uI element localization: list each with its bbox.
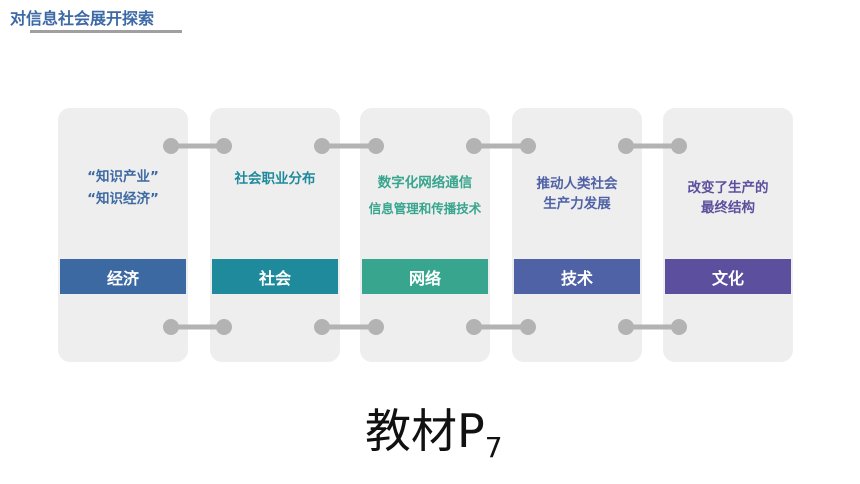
connector-bottom-3-pin-b xyxy=(520,319,536,335)
textbook-reference-page: 7 xyxy=(484,431,503,464)
connector-top-3-pin-a xyxy=(466,138,482,154)
card-network-line-2: 信息管理和传播技术 xyxy=(368,201,482,216)
card-economy-line-2: “知识经济” xyxy=(87,191,159,207)
connector-bottom-4-pin-a xyxy=(618,319,634,335)
band-economy: 经济 xyxy=(60,259,186,294)
card-technology-line-2: 生产力发展 xyxy=(543,196,611,212)
band-culture: 文化 xyxy=(665,259,791,294)
connector-bottom-4-pin-b xyxy=(671,319,687,335)
band-technology: 技术 xyxy=(514,259,640,294)
page-title: 对信息社会展开探索 xyxy=(10,9,155,28)
connector-top-2-pin-b xyxy=(368,138,384,154)
card-culture-line-2: 最终结构 xyxy=(701,200,755,216)
card-society: 社会职业分布 xyxy=(210,108,340,362)
connector-top-1-pin-a xyxy=(163,138,179,154)
card-technology-line-1: 推动人类社会 xyxy=(536,176,618,192)
connector-bottom-2-pin-a xyxy=(314,319,330,335)
band-society: 社会 xyxy=(212,259,338,294)
card-culture-line-1: 改变了生产的 xyxy=(687,180,769,196)
card-network-text: 数字化网络通信 信息管理和传播技术 xyxy=(364,170,486,222)
connector-bottom-1-pin-b xyxy=(216,319,232,335)
card-economy-text: “知识产业” “知识经济” xyxy=(62,166,184,210)
connector-top-3-pin-b xyxy=(520,138,536,154)
connector-top-4-pin-b xyxy=(671,138,687,154)
title-underline xyxy=(30,30,182,33)
card-technology-text: 推动人类社会 生产力发展 xyxy=(516,174,638,214)
connector-bottom-3-pin-a xyxy=(466,319,482,335)
textbook-reference-text: 教材P xyxy=(365,404,485,458)
connector-top-1-pin-b xyxy=(216,138,232,154)
card-economy-line-1: “知识产业” xyxy=(87,169,159,185)
card-network-line-1: 数字化网络通信 xyxy=(377,175,473,191)
textbook-reference: 教材P7 xyxy=(365,395,503,464)
card-culture: 改变了生产的 最终结构 xyxy=(663,108,793,362)
connector-bottom-1-pin-a xyxy=(163,319,179,335)
card-society-text: 社会职业分布 xyxy=(214,168,336,190)
card-culture-text: 改变了生产的 最终结构 xyxy=(667,178,789,218)
card-society-line-1: 社会职业分布 xyxy=(234,171,316,187)
connector-bottom-2-pin-b xyxy=(368,319,384,335)
band-network: 网络 xyxy=(362,259,488,294)
connector-top-2-pin-a xyxy=(314,138,330,154)
connector-top-4-pin-a xyxy=(618,138,634,154)
